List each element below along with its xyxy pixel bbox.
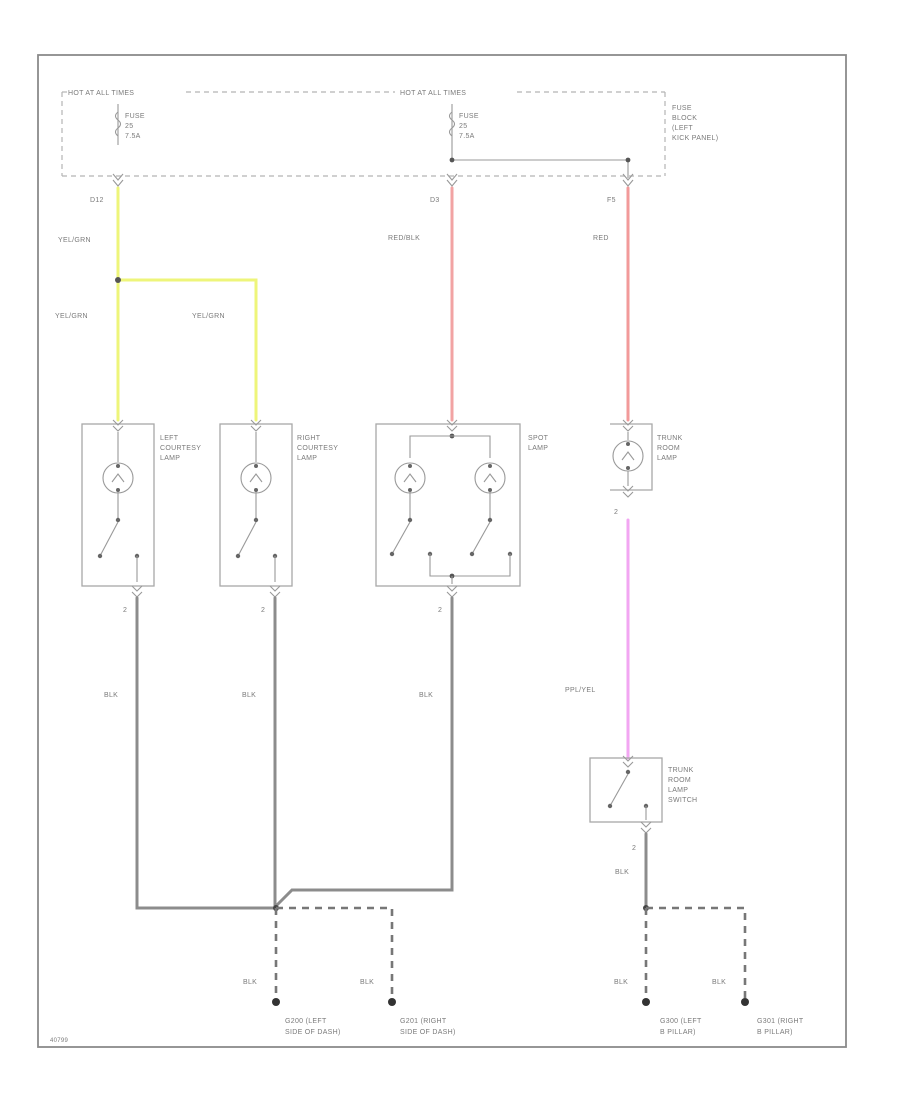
hot-at-all-times-right-label: HOT AT ALL TIMES bbox=[400, 90, 466, 97]
svg-text:(LEFT: (LEFT bbox=[672, 125, 693, 132]
ground-g301-point bbox=[741, 998, 749, 1006]
terminal-left-courtesy-2: 2 bbox=[123, 607, 127, 614]
svg-text:FUSE: FUSE bbox=[125, 113, 145, 120]
svg-text:G200 (LEFT: G200 (LEFT bbox=[285, 1018, 327, 1025]
wire-label-blk-trunk: BLK bbox=[615, 869, 629, 876]
right-courtesy-lamp bbox=[219, 419, 293, 598]
ground-g201-label: G201 (RIGHT SIDE OF DASH) bbox=[400, 1018, 456, 1036]
svg-text:25: 25 bbox=[459, 123, 467, 130]
splice-yel-grn bbox=[115, 277, 121, 283]
svg-text:ROOM: ROOM bbox=[657, 445, 680, 452]
terminal-trunk-switch-2: 2 bbox=[632, 845, 636, 852]
terminal-f5-label: F5 bbox=[607, 197, 616, 204]
wire-label-ppl-yel: PPL/YEL bbox=[565, 687, 596, 694]
fuse-25-left-label: FUSE 25 7.5A bbox=[125, 113, 145, 140]
terminal-d12-label: D12 bbox=[90, 197, 104, 204]
svg-text:SIDE OF DASH): SIDE OF DASH) bbox=[285, 1029, 341, 1036]
connector-d3 bbox=[446, 173, 458, 187]
svg-text:RIGHT: RIGHT bbox=[297, 435, 321, 442]
diagram-code: 40799 bbox=[50, 1038, 69, 1044]
spot-lamp-label: SPOT LAMP bbox=[528, 435, 549, 452]
svg-text:LAMP: LAMP bbox=[668, 787, 688, 794]
ground-g200-point bbox=[272, 998, 280, 1006]
terminal-spot-2: 2 bbox=[438, 607, 442, 614]
hot-at-all-times-left-label: HOT AT ALL TIMES bbox=[68, 90, 134, 97]
fuse-25-right-label: FUSE 25 7.5A bbox=[459, 113, 479, 140]
wire-label-yel-grn-right: YEL/GRN bbox=[192, 313, 225, 320]
svg-text:LAMP: LAMP bbox=[528, 445, 548, 452]
wire-label-yel-grn-main: YEL/GRN bbox=[58, 237, 91, 244]
svg-text:COURTESY: COURTESY bbox=[160, 445, 201, 452]
wire-label-yel-grn-left: YEL/GRN bbox=[55, 313, 88, 320]
spot-lamp bbox=[375, 419, 521, 598]
svg-text:TRUNK: TRUNK bbox=[657, 435, 683, 442]
right-courtesy-lamp-label: RIGHT COURTESY LAMP bbox=[297, 435, 338, 462]
wire-yel-grn bbox=[116, 186, 258, 422]
svg-text:LAMP: LAMP bbox=[297, 455, 317, 462]
trunk-room-lamp-switch bbox=[589, 755, 663, 834]
wire-label-blk-spot: BLK bbox=[419, 692, 433, 699]
wire-label-blk-left: BLK bbox=[104, 692, 118, 699]
trunk-room-lamp-switch-label: TRUNK ROOM LAMP SWITCH bbox=[668, 767, 697, 804]
wire-label-blk-g200: BLK bbox=[243, 979, 257, 986]
left-courtesy-lamp bbox=[81, 419, 155, 598]
wire-blk-dash-grounds bbox=[135, 596, 454, 910]
svg-text:B PILLAR): B PILLAR) bbox=[660, 1029, 696, 1036]
wire-label-blk-g300: BLK bbox=[614, 979, 628, 986]
trunk-room-lamp-label: TRUNK ROOM LAMP bbox=[657, 435, 683, 462]
ground-g201-point bbox=[388, 998, 396, 1006]
svg-text:SWITCH: SWITCH bbox=[668, 797, 697, 804]
svg-text:G201 (RIGHT: G201 (RIGHT bbox=[400, 1018, 447, 1025]
svg-text:BLOCK: BLOCK bbox=[672, 115, 697, 122]
wire-label-red: RED bbox=[593, 235, 609, 242]
svg-text:7.5A: 7.5A bbox=[459, 133, 475, 140]
svg-text:FUSE: FUSE bbox=[459, 113, 479, 120]
fuse-block-label: FUSE BLOCK (LEFT KICK PANEL) bbox=[672, 105, 718, 142]
fuse-25-right-symbol bbox=[448, 104, 456, 160]
ground-g300-point bbox=[642, 998, 650, 1006]
ground-g300-label: G300 (LEFT B PILLAR) bbox=[660, 1018, 702, 1036]
svg-text:ROOM: ROOM bbox=[668, 777, 691, 784]
svg-text:LAMP: LAMP bbox=[160, 455, 180, 462]
svg-text:7.5A: 7.5A bbox=[125, 133, 141, 140]
trunk-room-lamp bbox=[610, 419, 653, 498]
connector-f5 bbox=[622, 173, 634, 187]
terminal-d3-label: D3 bbox=[430, 197, 440, 204]
fuse-block-outline bbox=[61, 91, 666, 177]
svg-text:COURTESY: COURTESY bbox=[297, 445, 338, 452]
svg-text:B PILLAR): B PILLAR) bbox=[757, 1029, 793, 1036]
svg-text:SPOT: SPOT bbox=[528, 435, 549, 442]
svg-text:G301 (RIGHT: G301 (RIGHT bbox=[757, 1018, 804, 1025]
svg-text:LEFT: LEFT bbox=[160, 435, 179, 442]
fuse-bus-node-right bbox=[625, 157, 631, 163]
left-courtesy-lamp-label: LEFT COURTESY LAMP bbox=[160, 435, 201, 462]
svg-text:KICK PANEL): KICK PANEL) bbox=[672, 135, 718, 142]
ground-g200-label: G200 (LEFT SIDE OF DASH) bbox=[285, 1018, 341, 1036]
svg-text:TRUNK: TRUNK bbox=[668, 767, 694, 774]
diagram-frame bbox=[37, 54, 847, 1048]
fuse-25-left-symbol bbox=[114, 104, 122, 145]
wire-label-blk-right: BLK bbox=[242, 692, 256, 699]
terminal-trunk-lamp-2: 2 bbox=[614, 509, 618, 516]
connector-d12 bbox=[112, 173, 124, 187]
wire-label-blk-g301: BLK bbox=[712, 979, 726, 986]
svg-text:LAMP: LAMP bbox=[657, 455, 677, 462]
svg-text:SIDE OF DASH): SIDE OF DASH) bbox=[400, 1029, 456, 1036]
ground-branches bbox=[274, 906, 747, 1000]
wire-label-red-blk: RED/BLK bbox=[388, 235, 420, 242]
fuse-bus-node bbox=[449, 157, 455, 163]
terminal-right-courtesy-2: 2 bbox=[261, 607, 265, 614]
wire-label-blk-g201: BLK bbox=[360, 979, 374, 986]
svg-text:G300 (LEFT: G300 (LEFT bbox=[660, 1018, 702, 1025]
svg-text:FUSE: FUSE bbox=[672, 105, 692, 112]
svg-text:25: 25 bbox=[125, 123, 133, 130]
ground-g301-label: G301 (RIGHT B PILLAR) bbox=[757, 1018, 804, 1036]
